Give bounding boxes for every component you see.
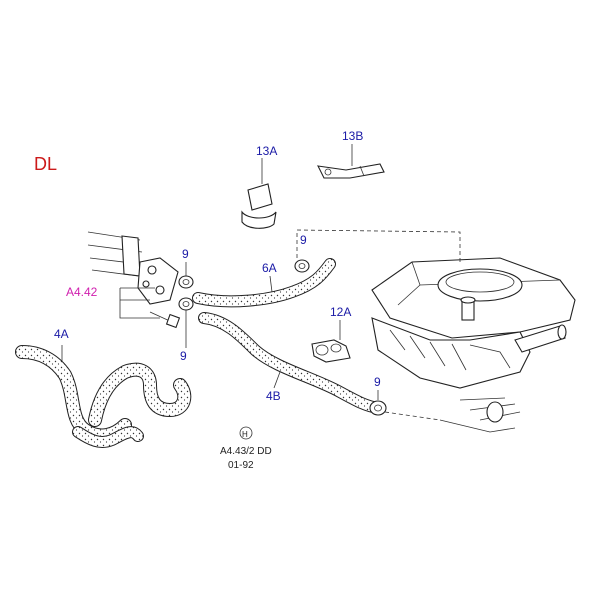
label-clamp-13a: 13A bbox=[256, 144, 277, 158]
label-hose-4a: 4A bbox=[54, 327, 69, 341]
footer-date: 01-92 bbox=[228, 460, 254, 471]
clip-12a bbox=[311, 339, 351, 363]
clamp-9-mid-left bbox=[178, 297, 194, 311]
hose-4b bbox=[198, 312, 384, 414]
label-clip-12a: 12A bbox=[330, 305, 351, 319]
hose-4a bbox=[15, 345, 192, 448]
footer-ref: A4.43/2 DD bbox=[220, 446, 272, 457]
footer-symbol: H bbox=[242, 430, 248, 439]
label-hose-4b: 4B bbox=[266, 389, 281, 403]
clamp-9-hose-6a bbox=[294, 259, 310, 273]
label-clamp-9-top: 9 bbox=[182, 247, 189, 261]
clamp-13a bbox=[241, 183, 277, 229]
label-clamp-9-mid: 9 bbox=[180, 349, 187, 363]
bolt bbox=[149, 311, 181, 329]
engine-block bbox=[371, 257, 576, 433]
label-ref-a442: A4.42 bbox=[66, 285, 98, 299]
thermostat-housing bbox=[87, 231, 179, 305]
label-hose-6a: 6A bbox=[262, 261, 277, 275]
label-clamp-9-6a: 9 bbox=[300, 233, 307, 247]
clamp-9-hose-4b bbox=[369, 400, 387, 416]
variant-label: DL bbox=[34, 154, 57, 174]
label-bracket-13b: 13B bbox=[342, 129, 363, 143]
label-clamp-9-4b: 9 bbox=[374, 375, 381, 389]
bracket-13b bbox=[317, 163, 385, 179]
clamp-9-top-left bbox=[178, 275, 194, 289]
hose-6a bbox=[192, 258, 336, 308]
